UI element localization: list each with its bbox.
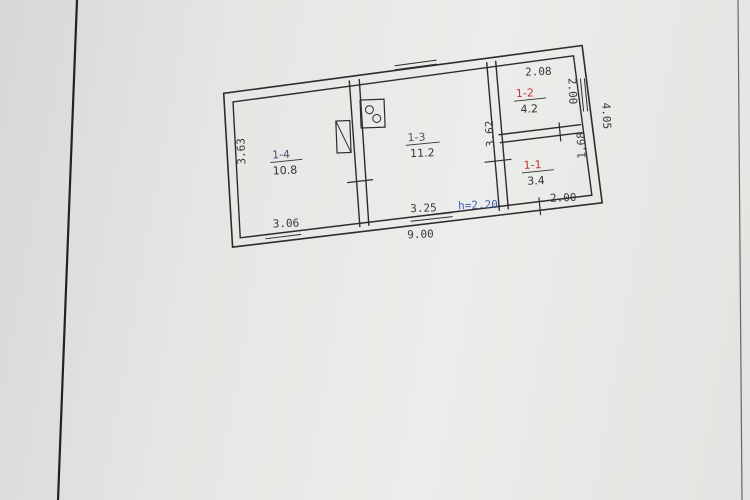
door-mark-1-2 — [558, 122, 562, 142]
room-area-1-3: 11.2 — [410, 146, 435, 160]
outer-wall-inner-edge — [232, 55, 593, 239]
dim-room-1-2-width: 2.08 — [525, 65, 552, 79]
partition-wall-e — [498, 123, 582, 136]
room-area-1-4: 10.8 — [272, 164, 297, 178]
dim-room-1-1-height: 1.68 — [574, 132, 588, 159]
partition-wall-c — [485, 62, 501, 211]
dim-bottom-left-window: 3.06 — [272, 217, 299, 231]
window-right — [579, 78, 589, 112]
room-code-1-4: 1-4 — [272, 148, 290, 162]
dim-room-1-3-height: 3.62 — [483, 120, 497, 147]
room-code-1-3: 1-3 — [407, 131, 425, 145]
window-top — [394, 59, 437, 71]
floor-plan-group: 1-4 10.8 1-3 11.2 1-2 4.2 1-1 3.4 3.63 3… — [222, 44, 613, 248]
partition-wall-d — [494, 60, 510, 210]
room-divider-1-2 — [514, 97, 547, 102]
dim-total-width: 9.00 — [407, 227, 434, 241]
stove-burner-2 — [372, 113, 382, 123]
page-border-right — [737, 0, 743, 500]
window-bottom-left — [265, 229, 302, 240]
room-divider-1-4 — [270, 158, 303, 164]
door-mark-1-3 — [484, 158, 512, 163]
dim-total-height: 4.05 — [599, 102, 613, 129]
window-bottom-middle — [410, 212, 453, 222]
chimney-box — [335, 119, 352, 154]
door-mark-entrance — [538, 197, 542, 216]
room-area-1-1: 3.4 — [527, 174, 545, 188]
room-divider-1-1 — [521, 169, 554, 174]
room-code-1-2: 1-2 — [516, 86, 534, 100]
page-border-left — [56, 0, 79, 500]
room-divider-1-3 — [405, 141, 440, 146]
partition-wall-f — [499, 131, 583, 144]
room-area-1-2: 4.2 — [520, 102, 538, 116]
door-mark-1-4 — [347, 179, 374, 184]
dim-bottom-middle-window: 3.25 — [410, 201, 437, 215]
partition-wall-b — [358, 79, 370, 226]
dim-room-1-1-width: 2.00 — [550, 191, 577, 205]
ceiling-height-note: h=2.20 — [458, 198, 498, 213]
stove-burner-1 — [364, 105, 374, 115]
chimney-diagonal — [335, 120, 352, 153]
dim-left-height: 3.63 — [234, 138, 248, 165]
room-code-1-1: 1-1 — [523, 158, 541, 172]
dim-room-1-2-height: 2.00 — [565, 78, 579, 105]
outer-wall-outer-edge — [222, 44, 604, 248]
stove-box — [359, 98, 386, 129]
partition-wall-a — [348, 80, 361, 228]
